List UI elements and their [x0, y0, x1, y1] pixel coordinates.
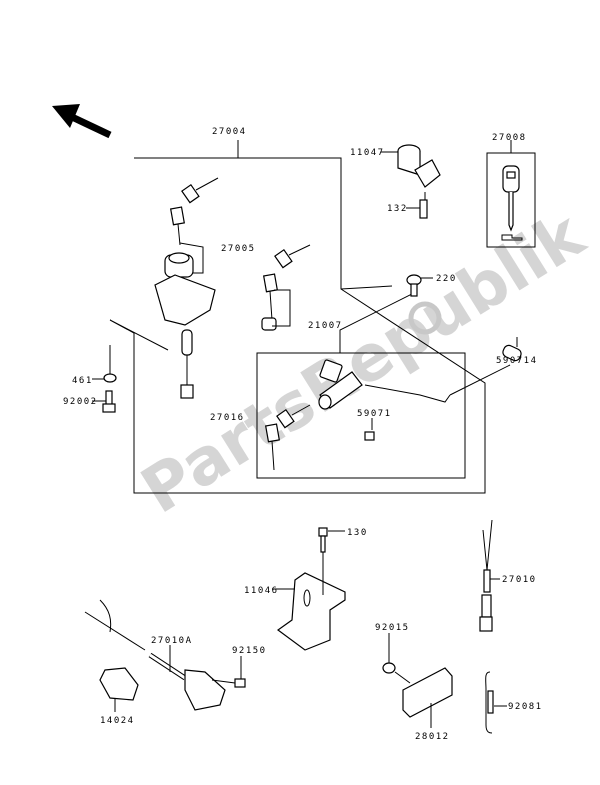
- switch-27010A: [84, 599, 246, 711]
- label-132: 132: [387, 204, 408, 214]
- screw-220: [406, 274, 433, 297]
- cover-14024: [99, 667, 139, 712]
- cable-end-590714: [449, 337, 522, 396]
- label-27004: 27004: [212, 127, 247, 137]
- label-27016: 27016: [210, 413, 245, 423]
- clamp-92081: [485, 671, 507, 734]
- key-blank-box-27008: [486, 140, 536, 248]
- label-92002: 92002: [63, 397, 98, 407]
- seat-lock: [256, 359, 451, 471]
- bracket-11046: [272, 527, 346, 651]
- ignition-switch: [154, 252, 216, 399]
- label-59071: 59071: [357, 409, 392, 419]
- switch-27010: [479, 519, 500, 632]
- label-130: 130: [347, 528, 368, 538]
- label-14024: 14024: [100, 716, 135, 726]
- label-92150: 92150: [232, 646, 267, 656]
- label-461: 461: [72, 376, 93, 386]
- label-21007: 21007: [308, 321, 343, 331]
- label-27010: 27010: [502, 575, 537, 585]
- label-590714: 590714: [496, 356, 538, 366]
- ignition-keys: [169, 177, 219, 246]
- kit-box-27004: [109, 140, 486, 494]
- label-27008: 27008: [492, 133, 527, 143]
- label-220: 220: [436, 274, 457, 284]
- label-92081: 92081: [508, 702, 543, 712]
- reflector-28012: [382, 633, 453, 728]
- label-28012: 28012: [415, 732, 450, 742]
- direction-arrow-icon: [52, 104, 112, 139]
- label-27010A: 27010A: [151, 636, 193, 646]
- keys-21007: [261, 244, 311, 331]
- washer-bolt: [92, 345, 117, 413]
- label-11046: 11046: [244, 586, 279, 596]
- label-27005: 27005: [221, 244, 256, 254]
- label-92015: 92015: [375, 623, 410, 633]
- guard-11047: [381, 144, 441, 219]
- label-11047: 11047: [350, 148, 385, 158]
